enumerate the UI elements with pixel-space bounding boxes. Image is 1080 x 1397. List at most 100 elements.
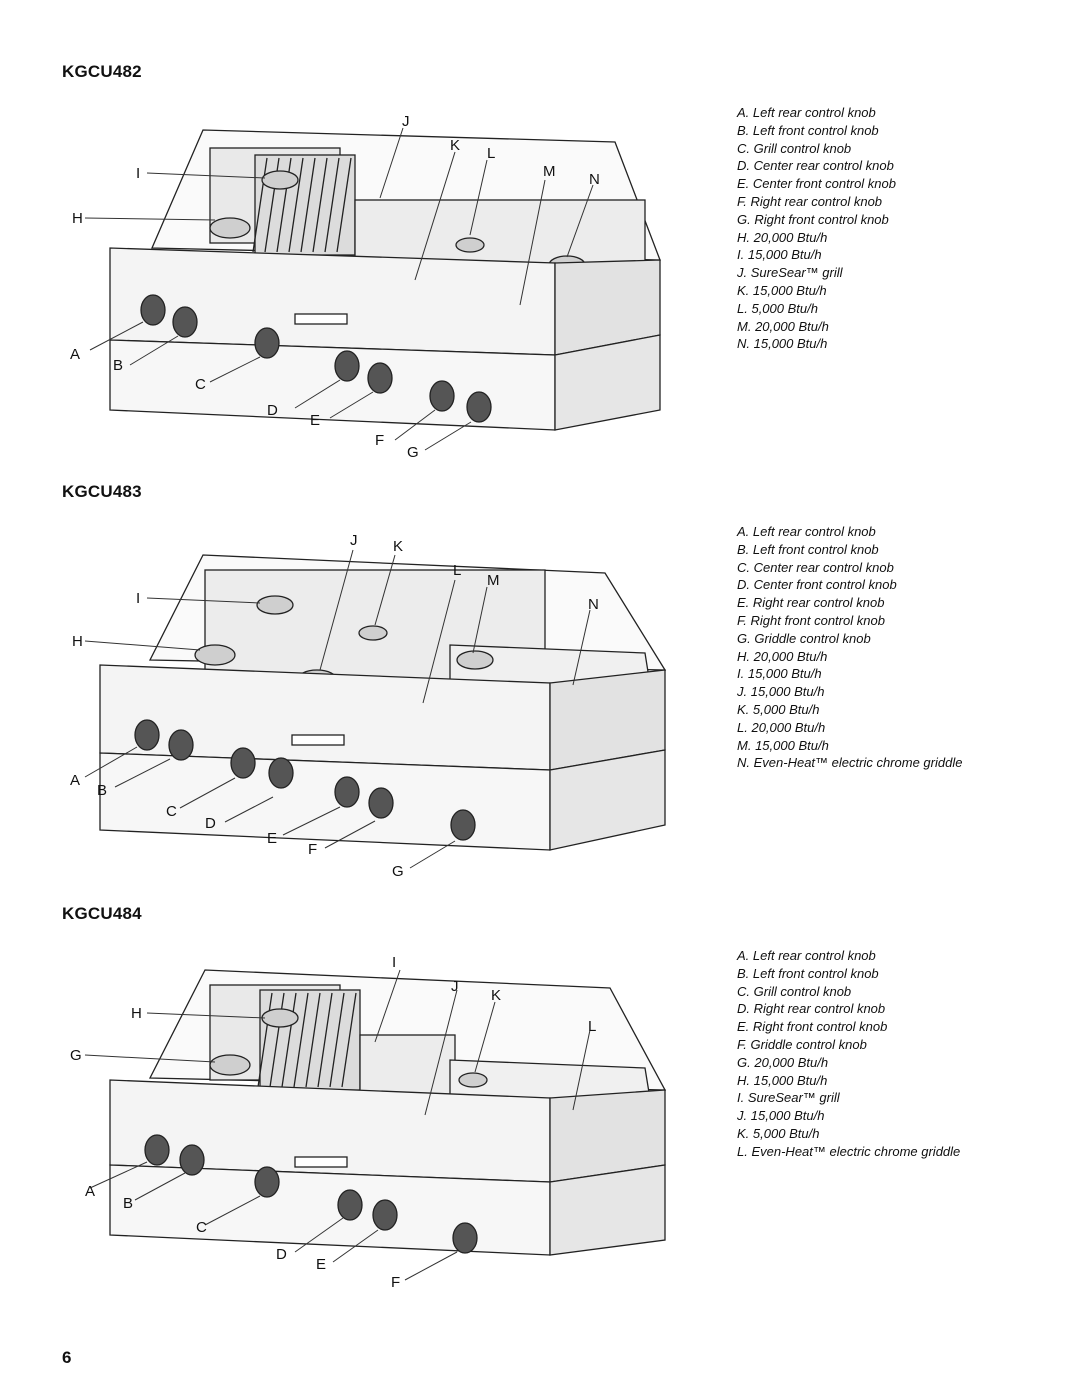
legend-item: H. 15,000 Btu/h <box>737 1072 828 1088</box>
callout-h: H <box>131 1005 142 1022</box>
callout-e: E <box>267 830 277 847</box>
legend-item: G. Griddle control knob <box>737 630 871 646</box>
legend-item: H. 20,000 Btu/h <box>737 229 828 245</box>
burner-icon <box>261 1008 299 1028</box>
callout-g: G <box>392 863 404 880</box>
legend-item: D. Center rear control knob <box>737 158 894 174</box>
knob-icon <box>144 1134 170 1166</box>
legend-item: C. Grill control knob <box>737 983 852 999</box>
legend-item: G. 20,000 Btu/h <box>737 1054 829 1070</box>
burner-icon <box>456 650 494 670</box>
callout-c: C <box>166 803 177 820</box>
burner-icon <box>256 595 294 615</box>
callout-i: I <box>136 165 140 182</box>
legend-kgcu483: A. Left rear control knob B. Left front … <box>737 523 962 772</box>
legend-item: N. 15,000 Btu/h <box>737 336 828 352</box>
burner-icon <box>209 1054 251 1076</box>
callout-k: K <box>450 137 460 154</box>
legend-item: J. 15,000 Btu/h <box>737 684 825 700</box>
legend-item: D. Center front control knob <box>737 577 897 593</box>
knob-icon <box>168 729 194 761</box>
legend-item: K. 5,000 Btu/h <box>737 1125 820 1141</box>
callout-i: I <box>392 954 396 971</box>
callout-a: A <box>70 772 80 789</box>
callout-b: B <box>123 1195 133 1212</box>
callout-l: L <box>453 562 461 579</box>
knob-icon <box>466 391 492 423</box>
callout-d: D <box>276 1246 287 1263</box>
legend-item: H. 20,000 Btu/h <box>737 648 828 664</box>
legend-kgcu484: A. Left rear control knob B. Left front … <box>737 947 960 1161</box>
callout-j: J <box>402 113 410 130</box>
legend-item: K. 15,000 Btu/h <box>737 282 827 298</box>
knob-icon <box>429 380 455 412</box>
callout-k: K <box>491 987 501 1004</box>
brand-badge <box>291 734 345 746</box>
callout-e: E <box>310 412 320 429</box>
callout-l: L <box>487 145 495 162</box>
callout-a: A <box>85 1183 95 1200</box>
callout-j: J <box>451 978 459 995</box>
callout-f: F <box>375 432 384 449</box>
legend-item: D. Right rear control knob <box>737 1001 886 1017</box>
legend-item: L. 5,000 Btu/h <box>737 300 818 316</box>
knob-icon <box>179 1144 205 1176</box>
burner-icon <box>209 217 251 239</box>
model-title-kgcu482: KGCU482 <box>62 62 142 81</box>
legend-item: K. 5,000 Btu/h <box>737 701 820 717</box>
knob-icon <box>450 809 476 841</box>
cooktop-diagram-kgcu482: J K L M N I H A B C D E F G <box>70 113 661 461</box>
cooktop-diagram-kgcu484: I J K H L G A B C D E F <box>70 954 667 1290</box>
callout-h: H <box>72 633 83 650</box>
legend-item: A. Left rear control knob <box>737 948 876 963</box>
legend-item: C. Grill control knob <box>737 140 852 156</box>
callout-d: D <box>205 815 216 832</box>
grill-section <box>252 154 356 256</box>
callout-a: A <box>70 346 80 363</box>
control-panel <box>109 247 556 356</box>
knob-icon <box>268 757 294 789</box>
callout-i: I <box>136 590 140 607</box>
control-panel <box>99 664 551 771</box>
callout-n: N <box>589 171 600 188</box>
knob-icon <box>254 1166 280 1198</box>
callout-n: N <box>588 596 599 613</box>
knob-icon <box>337 1189 363 1221</box>
knob-icon <box>368 787 394 819</box>
knob-icon <box>254 327 280 359</box>
legend-item: F. Griddle control knob <box>737 1036 867 1052</box>
legend-item: G. Right front control knob <box>737 211 889 227</box>
grill-section <box>257 989 361 1091</box>
brand-badge <box>294 313 348 325</box>
knob-icon <box>172 306 198 338</box>
legend-item: A. Left rear control knob <box>737 524 876 539</box>
knob-icon <box>140 294 166 326</box>
knob-icon <box>372 1199 398 1231</box>
legend-item: L. 20,000 Btu/h <box>737 719 826 735</box>
callout-g: G <box>70 1047 82 1064</box>
knob-icon <box>334 350 360 382</box>
callout-f: F <box>391 1274 400 1290</box>
legend-item: E. Right rear control knob <box>737 595 885 611</box>
brand-badge <box>294 1156 348 1168</box>
legend-item: I. 15,000 Btu/h <box>737 247 822 263</box>
legend-item: E. Right front control knob <box>737 1019 888 1035</box>
legend-item: F. Right front control knob <box>737 612 885 628</box>
legend-item: A. Left rear control knob <box>737 105 876 120</box>
callout-j: J <box>350 532 358 549</box>
legend-item: C. Center rear control knob <box>737 559 894 575</box>
legend-item: N. Even-Heat™ electric chrome griddle <box>737 755 963 771</box>
burner-icon <box>358 625 388 641</box>
knob-icon <box>334 776 360 808</box>
burner-icon <box>194 644 236 666</box>
legend-item: I. SureSear™ grill <box>737 1090 840 1106</box>
legend-item: J. 15,000 Btu/h <box>737 1108 825 1124</box>
legend-item: M. 15,000 Btu/h <box>737 737 829 753</box>
callout-d: D <box>267 402 278 419</box>
legend-item: M. 20,000 Btu/h <box>737 318 829 334</box>
cooktop-diagram-kgcu483: J K L M I N H A B C D E F G <box>70 532 667 880</box>
model-title-kgcu483: KGCU483 <box>62 482 142 501</box>
callout-h: H <box>72 210 83 227</box>
callout-f: F <box>308 841 317 858</box>
page-number: 6 <box>62 1348 72 1367</box>
